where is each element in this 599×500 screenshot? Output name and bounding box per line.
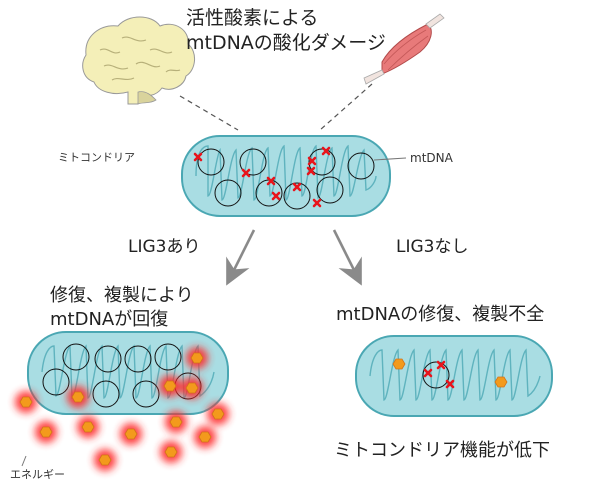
- title-line-2: mtDNAの酸化ダメージ: [186, 32, 386, 54]
- title-line-1: 活性酸素による: [186, 7, 319, 29]
- arrow-right: [332, 229, 362, 286]
- brain-link-line: [179, 95, 239, 131]
- damage-marks-top: [193, 146, 331, 208]
- hexagon-icon: [169, 416, 183, 428]
- brain-icon: [82, 16, 195, 105]
- mitochondrion-top: [181, 135, 391, 217]
- damage-marks-impaired: [423, 360, 455, 389]
- muscle-icon: [363, 13, 445, 85]
- hexagon-icon: [39, 426, 53, 438]
- outcome-repaired: 修復、複製により mtDNAが回復: [50, 284, 194, 332]
- hexagon-icon: [392, 358, 406, 370]
- mtdna-label: mtDNA: [410, 151, 453, 165]
- hexagon-icon: [19, 396, 33, 408]
- hexagon-icon: [185, 382, 199, 394]
- outcome-repaired-line-1: 修復、複製により: [50, 285, 194, 306]
- hexagon-icon: [494, 376, 508, 388]
- branch-without-lig3: LIG3なし: [396, 237, 469, 257]
- mitochondria-label: ミトコンドリア: [58, 151, 135, 164]
- muscle-link-line: [319, 83, 373, 131]
- mitochondrion-repaired: [27, 331, 229, 415]
- diagram-title: 活性酸素による mtDNAの酸化ダメージ: [186, 6, 386, 56]
- energy-label: エネルギー: [10, 468, 65, 481]
- outcome-function-decline: ミトコンドリア機能が低下: [334, 440, 550, 461]
- outcome-repaired-line-2: mtDNAが回復: [50, 309, 169, 330]
- mitochondrion-impaired: [355, 335, 553, 417]
- hexagon-icon: [211, 408, 225, 420]
- hexagon-icon: [81, 421, 95, 433]
- hexagon-icon: [124, 428, 138, 440]
- arrow-left: [226, 229, 256, 286]
- mtdna-leader-line: [373, 157, 407, 161]
- hexagon-icon: [71, 391, 85, 403]
- hexagon-icon: [164, 446, 178, 458]
- branch-with-lig3: LIG3あり: [128, 237, 201, 257]
- hexagon-icon: [98, 454, 112, 466]
- hexagon-icon: [198, 431, 212, 443]
- outcome-impaired: mtDNAの修復、複製不全: [336, 304, 545, 325]
- energy-group: [15, 347, 229, 471]
- hexagon-icon: [163, 380, 177, 392]
- hexagon-icon: [190, 352, 204, 364]
- energy-leader-line: [21, 455, 27, 467]
